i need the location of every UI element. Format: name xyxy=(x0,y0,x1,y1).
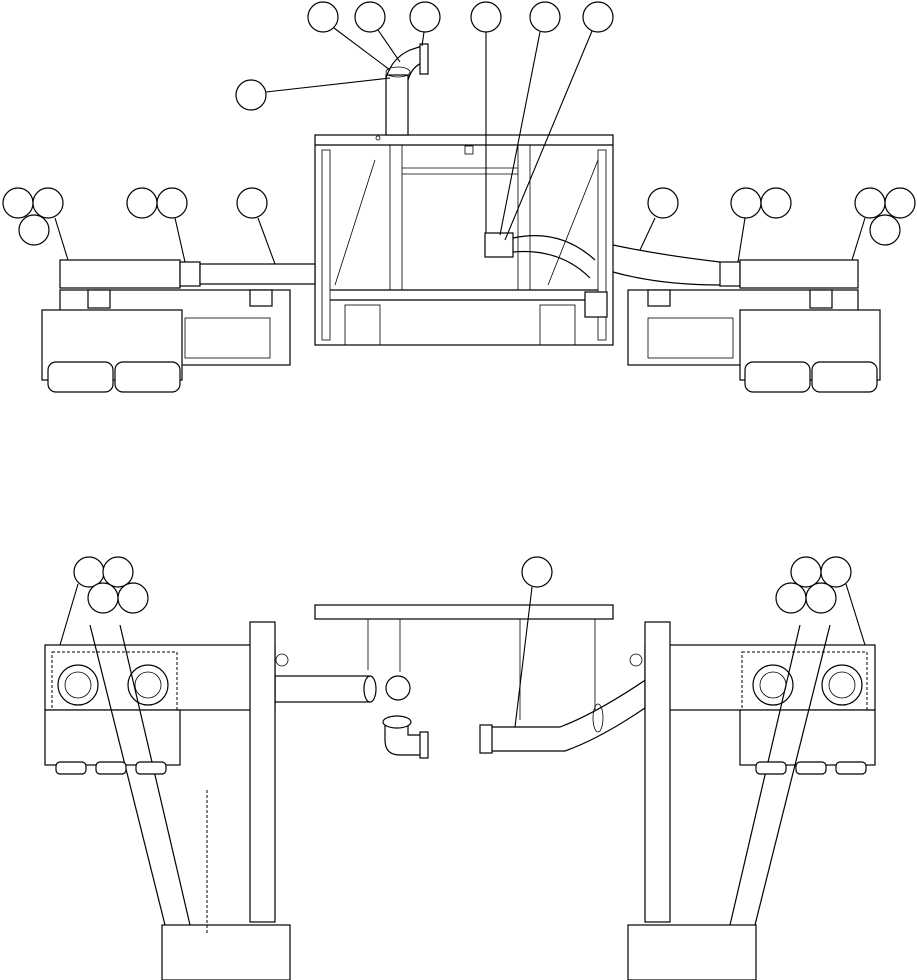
right-exhaust-pipe xyxy=(612,244,859,289)
center-outlet-pipe xyxy=(484,232,596,279)
right-muffler xyxy=(627,289,881,393)
center-frame xyxy=(314,134,614,346)
bottom-left-assembly xyxy=(44,621,291,980)
bottom-left-pipe xyxy=(274,675,429,759)
left-muffler xyxy=(41,289,291,393)
top-callouts xyxy=(2,1,916,265)
top-view xyxy=(2,1,916,393)
overhead-beam xyxy=(314,604,614,720)
top-elbow-pipe xyxy=(385,43,429,136)
bottom-view xyxy=(44,556,876,980)
left-exhaust-pipe xyxy=(59,259,316,289)
bottom-right-pipe xyxy=(479,669,671,754)
bottom-callouts xyxy=(59,556,866,728)
bottom-right-assembly xyxy=(627,621,876,980)
